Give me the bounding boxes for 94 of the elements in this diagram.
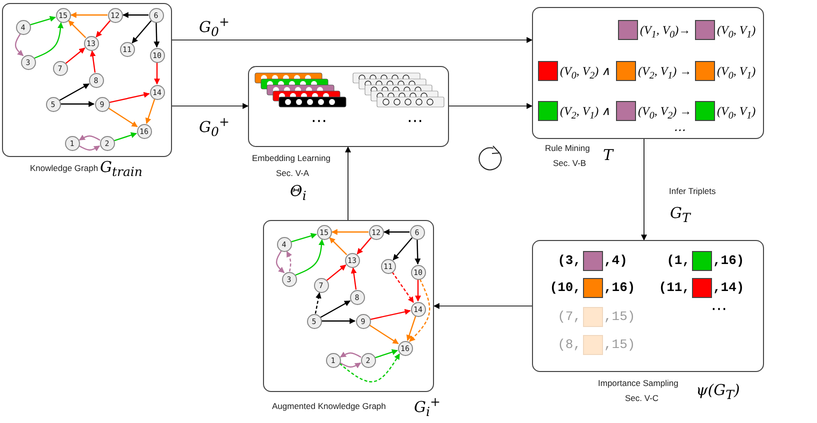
- relation-arrow: [68, 20, 86, 38]
- relation-arrow: [414, 239, 421, 265]
- relation-arrow: [90, 50, 96, 73]
- node-label: Sec. V-B: [553, 158, 586, 168]
- relation-arrow: [122, 12, 148, 18]
- arrow: [172, 37, 533, 43]
- relation-arrow: [59, 83, 90, 101]
- triplet-text: (10,: [548, 279, 581, 297]
- rule-term: (V$_{0}$, V$_{1}$): [717, 103, 756, 124]
- relation-arrow: [392, 237, 413, 260]
- node-label: Sec. V-C: [625, 393, 659, 403]
- ellipsis: ⋯: [711, 300, 727, 319]
- triplet-text: ,15): [604, 336, 636, 354]
- relation-arrow: [383, 229, 410, 235]
- rule-term: (V$_{0}$, V$_{2}$) ∧: [560, 63, 611, 84]
- ellipsis: ⋯: [311, 112, 327, 131]
- rule-term: (V$_{0}$, V$_{1}$): [717, 63, 756, 84]
- relation-arrow: [326, 264, 346, 281]
- relation-arrow: [109, 92, 150, 103]
- relation-arrow: [415, 280, 421, 302]
- relation-arrow: [356, 237, 372, 254]
- relation-arrow: [329, 237, 348, 256]
- relation-arrow: [331, 229, 368, 235]
- math-label: G$_{T}$: [670, 204, 690, 225]
- arrow: [345, 146, 351, 220]
- ellipsis: ⋯: [673, 122, 685, 139]
- relation-arrow: [14, 34, 24, 56]
- math-label: G$_{train}$: [100, 158, 142, 179]
- relation-arrow: [392, 272, 414, 303]
- panel: [248, 66, 449, 147]
- triplet-text: (3,: [556, 252, 581, 270]
- relation-arrow: [322, 318, 356, 324]
- triplet-text: ,14): [713, 279, 744, 297]
- panel: [532, 240, 764, 372]
- relation-arrow: [374, 349, 398, 358]
- node-label: Rule Mining: [545, 143, 590, 153]
- triplet-text: (7,: [556, 308, 581, 326]
- math-label: T: [603, 146, 614, 164]
- arrow: [433, 303, 532, 309]
- relation-arrow: [132, 20, 152, 44]
- relation-arrow: [368, 324, 399, 344]
- relation-arrow: [406, 316, 416, 341]
- relation-arrow: [60, 101, 95, 107]
- arrow: [641, 138, 647, 241]
- math-label: ψ(G$_{T}$): [696, 381, 740, 402]
- triplet-text: ,16): [713, 252, 744, 270]
- relation-arrow: [276, 250, 285, 274]
- node-label: Augmented Knowledge Graph: [272, 401, 386, 411]
- triplet-text: ,16): [604, 279, 636, 297]
- node-label: Importance Sampling: [598, 378, 678, 388]
- relation-arrow: [114, 132, 137, 142]
- triplet-text: ,15): [604, 308, 636, 326]
- rule-term: (V$_{2}$, V$_{1}$) →: [638, 63, 692, 84]
- triplet-text: (11,: [658, 279, 690, 297]
- arrow: [448, 103, 533, 109]
- arrow: [172, 103, 249, 109]
- node-label: Embedding Learning: [252, 153, 330, 163]
- node-label: Sec. V-A: [276, 168, 310, 178]
- relation-arrow: [145, 98, 156, 124]
- relation-arrow: [96, 20, 111, 38]
- triplet-text: (8,: [556, 336, 581, 354]
- relation-arrow: [78, 145, 100, 152]
- relation-arrow: [154, 62, 160, 85]
- relation-arrow: [320, 300, 351, 318]
- relation-arrow: [340, 352, 362, 358]
- node-label: Knowledge Graph: [30, 163, 98, 173]
- relation-arrow: [350, 267, 357, 290]
- panel: [532, 7, 764, 139]
- relation-arrow: [409, 278, 430, 342]
- rule-term: (V$_{2}$, V$_{1}$) ∧: [560, 103, 611, 124]
- triplet-text: ,4): [604, 252, 628, 270]
- relation-arrow: [154, 22, 160, 48]
- relation-arrow: [78, 134, 100, 141]
- relation-arrow: [339, 353, 400, 382]
- rule-term: (V$_{0}$, V$_{2}$) →: [638, 103, 692, 124]
- rule-term: (V$_{1}$, V$_{0}$)→: [640, 22, 691, 42]
- relation-arrow: [286, 250, 292, 272]
- relation-arrow: [34, 22, 64, 59]
- panel: [2, 3, 172, 157]
- triplet-text: (1,: [666, 252, 690, 270]
- math-label: Θ$_{i}$: [290, 182, 306, 203]
- relation-arrow: [370, 308, 411, 320]
- relation-arrow: [340, 362, 362, 368]
- relation-arrow: [65, 48, 86, 64]
- relation-arrow: [314, 292, 322, 314]
- ellipsis: ⋯: [407, 112, 423, 131]
- relation-arrow: [108, 108, 138, 128]
- panel: [263, 220, 434, 392]
- relation-arrow: [30, 16, 56, 26]
- rule-term: (V$_{0}$, V$_{1}$): [717, 22, 756, 42]
- edge-label: Infer Triplets: [668, 186, 717, 196]
- relation-arrow: [295, 239, 325, 276]
- relation-arrow: [291, 232, 317, 242]
- relation-arrow: [70, 12, 108, 18]
